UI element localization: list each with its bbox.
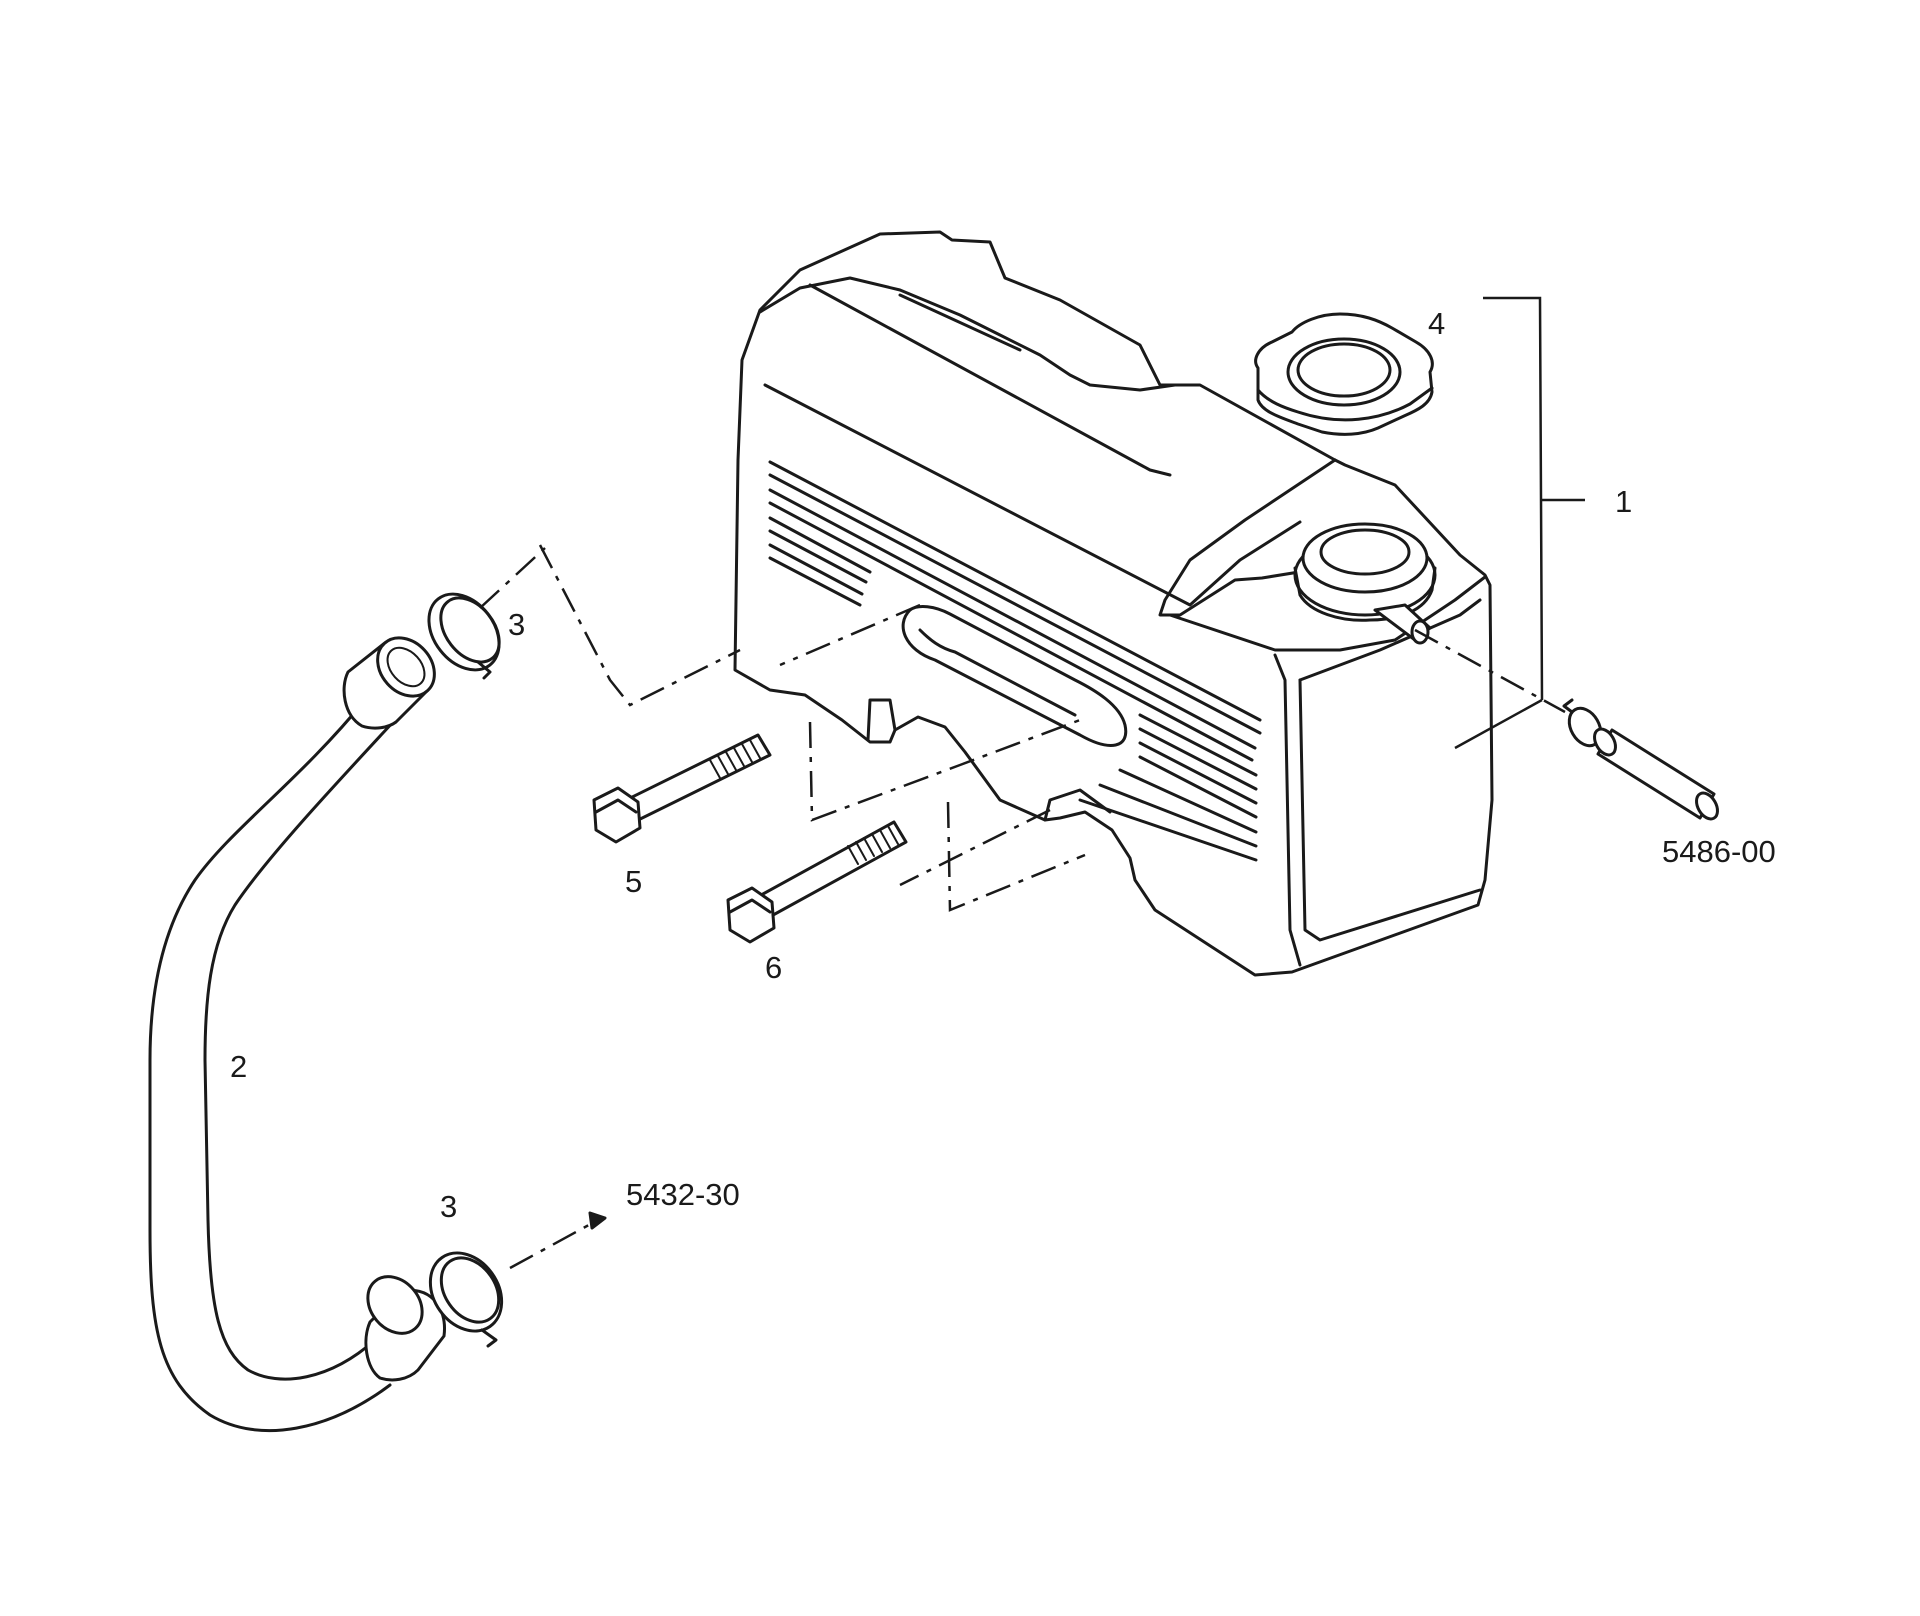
bolt-6 xyxy=(726,820,908,944)
hose-clamp-upper xyxy=(427,592,501,680)
expansion-tank xyxy=(733,230,1494,977)
callout-6: 6 xyxy=(765,950,782,985)
assembly-centerlines xyxy=(479,544,1566,1270)
coolant-hose xyxy=(148,636,446,1433)
reference-5486-00: 5486-00 xyxy=(1662,834,1776,869)
assembly-bracket xyxy=(1454,296,1585,750)
hose-clamp-lower xyxy=(428,1251,504,1348)
callout-labels: 1 2 3 3 4 5 6 5486-00 5432-30 xyxy=(230,306,1776,1224)
callout-2: 2 xyxy=(230,1049,247,1084)
pressure-cap xyxy=(1254,312,1434,436)
callout-3-lower: 3 xyxy=(440,1189,457,1224)
outlet-pipe xyxy=(1593,727,1719,821)
callout-3-upper: 3 xyxy=(508,607,525,642)
tank-ribs xyxy=(768,460,1262,862)
bolt-5 xyxy=(592,733,772,844)
callout-4: 4 xyxy=(1428,306,1445,341)
callout-5: 5 xyxy=(625,864,642,899)
reference-5432-30: 5432-30 xyxy=(626,1177,740,1212)
callout-1: 1 xyxy=(1615,484,1632,519)
